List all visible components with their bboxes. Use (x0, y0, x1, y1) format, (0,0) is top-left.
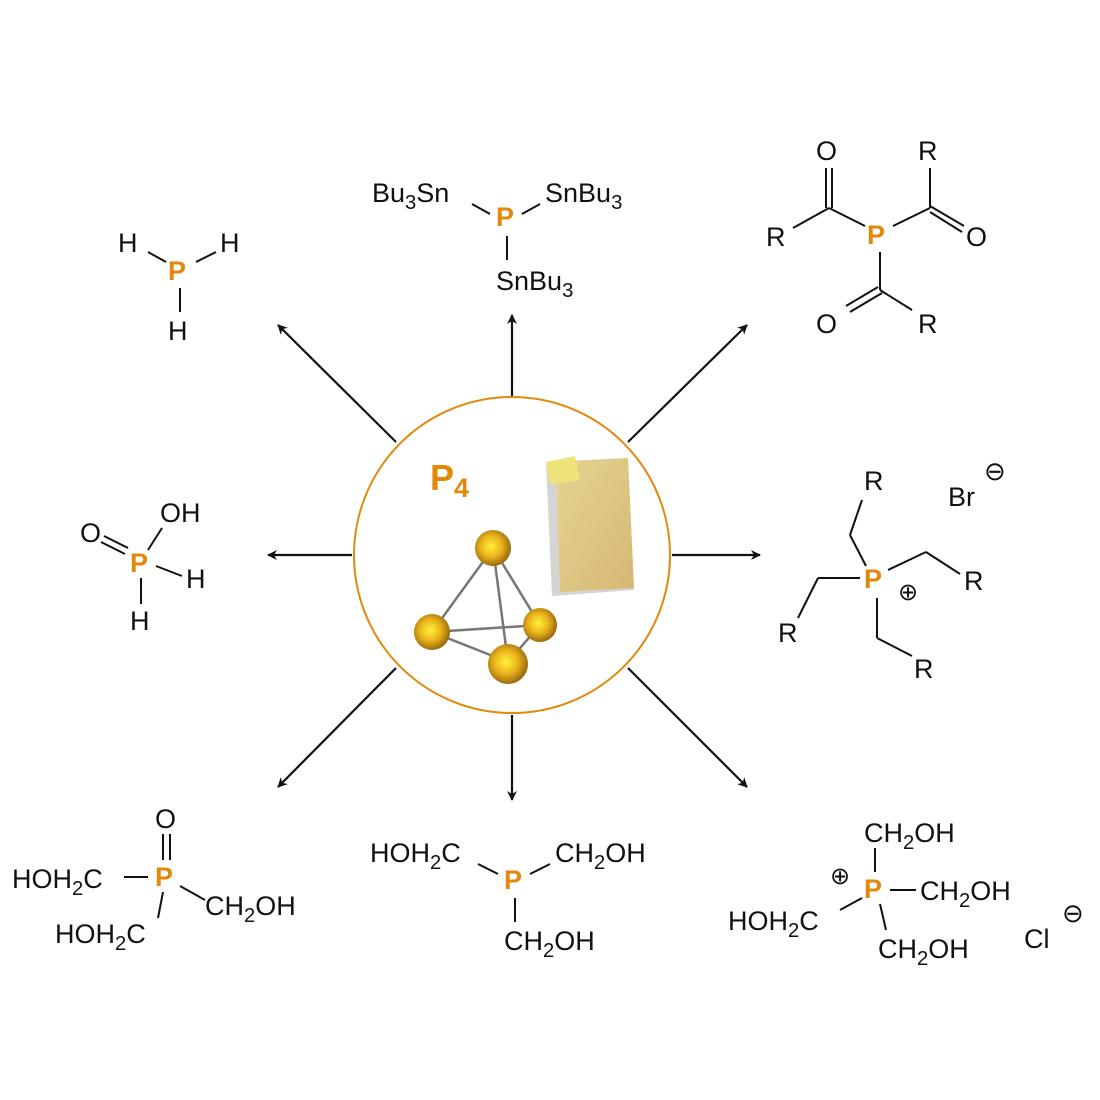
group-r: R (766, 222, 786, 252)
arrow-up-right (627, 324, 748, 443)
arrow-up-left (277, 324, 397, 443)
atom-o: O (816, 309, 837, 339)
molecule-tris-tributylstannyl-phosphine: Bu3Sn P SnBu3 SnBu3 (372, 178, 622, 302)
molecule-triacylphosphine: O R R P O O R (766, 136, 987, 339)
group-hoh2c: HOH2C (55, 919, 146, 955)
atom-o: O (155, 804, 176, 834)
molecule-thpo: O P HOH2C CH2OH HOH2C (12, 804, 296, 955)
group-hoh2c: HOH2C (370, 838, 461, 874)
atom-o: O (966, 222, 987, 252)
group-r: R (964, 566, 984, 596)
group-ch2oh: CH2OH (878, 934, 969, 970)
atom-h: H (186, 564, 206, 594)
group-ch2oh: CH2OH (920, 876, 1011, 912)
atom-h: H (220, 228, 240, 258)
group-snbu3: Bu3Sn (372, 178, 449, 214)
group-hoh2c: HOH2C (12, 864, 103, 900)
atom-p: P (130, 548, 148, 578)
atom-o: O (80, 518, 101, 548)
p4-center: P4 (353, 396, 671, 714)
group-ch2oh: CH2OH (864, 818, 955, 854)
group-r: R (918, 136, 938, 166)
molecule-phosphine: H P H H (118, 228, 240, 346)
molecule-thp: HOH2C P CH2OH CH2OH (370, 838, 646, 962)
group-r: R (778, 618, 798, 648)
atom-p: P (155, 862, 173, 892)
atom-h: H (118, 228, 138, 258)
reaction-arrows (267, 314, 761, 801)
p4-label: P4 (430, 457, 469, 503)
bromide: Br (948, 482, 975, 512)
group-oh: OH (160, 498, 201, 528)
atom-h: H (130, 606, 150, 636)
molecule-hypophosphorous-acid: O OH P H H (80, 498, 206, 636)
positive-charge-icon: ⊕ (830, 863, 850, 890)
atom-p: P (168, 256, 186, 286)
molecule-thpc: CH2OH ⊕ P CH2OH HOH2C CH2OH Cl ⊖ (728, 818, 1084, 970)
atom-p: P (864, 564, 882, 594)
arrow-down-right (627, 667, 748, 788)
group-r: R (914, 654, 934, 684)
white-phosphorus-chunk-image (546, 456, 634, 596)
group-ch2oh: CH2OH (555, 838, 646, 874)
negative-charge-icon: ⊖ (984, 456, 1006, 486)
group-ch2oh: CH2OH (205, 891, 296, 927)
chloride: Cl (1024, 924, 1050, 954)
atom-o: O (816, 136, 837, 166)
group-snbu3: SnBu3 (496, 266, 573, 302)
atom-p: P (864, 874, 882, 904)
atom-p: P (496, 202, 514, 232)
group-r: R (864, 466, 884, 496)
group-r: R (918, 309, 938, 339)
group-hoh2c: HOH2C (728, 906, 819, 942)
positive-charge-icon: ⊕ (898, 579, 918, 606)
arrow-down-left (277, 667, 397, 788)
tetrahedron-model (414, 530, 557, 684)
molecule-tetraalkylphosphonium-bromide: R Br ⊖ P ⊕ R R R (778, 456, 1006, 684)
atom-p: P (504, 865, 522, 895)
atom-p: P (867, 220, 885, 250)
group-ch2oh: CH2OH (504, 926, 595, 962)
group-snbu3: SnBu3 (545, 178, 622, 214)
atom-h: H (168, 316, 188, 346)
negative-charge-icon: ⊖ (1062, 898, 1084, 928)
